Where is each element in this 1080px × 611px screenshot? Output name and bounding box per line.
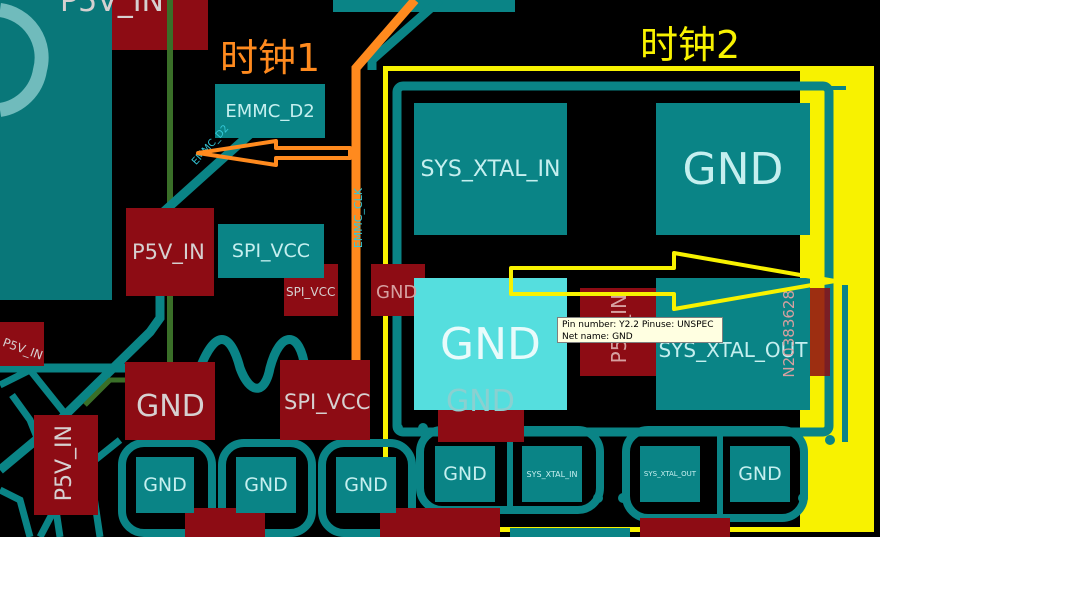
gnd-small-label: GND xyxy=(376,282,418,303)
gnd-pad-bottom-2[interactable]: GND xyxy=(236,457,296,513)
gnd-pad-bottom-3[interactable]: GND xyxy=(336,457,396,513)
gnd-under-label: GND xyxy=(446,384,515,419)
p5v-in-top-label: P5V_IN xyxy=(60,0,164,19)
tooltip-net-line: Net name: GND xyxy=(562,332,633,342)
orange-arrow-icon xyxy=(196,139,352,167)
gnd-label: GND xyxy=(244,474,288,496)
gnd-label: GND xyxy=(440,318,541,370)
emmc-d2-label: EMMC_D2 xyxy=(225,100,315,122)
sys-xtal-out-small-label: SYS_XTAL_OUT xyxy=(643,470,697,478)
gnd-label: GND xyxy=(443,463,487,485)
spi-vcc-small-label: SPI_VCC xyxy=(286,285,336,299)
gnd-pad-bottom-4[interactable]: GND xyxy=(435,446,495,502)
gnd-label: GND xyxy=(344,474,388,496)
gnd-pad-bottom-5[interactable]: GND xyxy=(730,446,790,502)
gnd-left-label: GND xyxy=(136,389,205,424)
sys-xtal-in-label: SYS_XTAL_IN xyxy=(420,156,561,182)
pin-tooltip: Pin number: Y2.2 Pinuse: UNSPEC Net name… xyxy=(557,317,723,343)
sys-xtal-in-small-label: SYS_XTAL_IN xyxy=(526,469,578,479)
yellow-arrow-icon xyxy=(509,251,837,311)
sys-xtal-in-pad[interactable]: SYS_XTAL_IN xyxy=(414,103,567,235)
emmc-d2-pad[interactable]: EMMC_D2 xyxy=(215,84,325,138)
gnd-pad-bottom-1[interactable]: GND xyxy=(136,457,194,513)
gnd-label: GND xyxy=(738,463,782,485)
spi-vcc-lower-label: SPI_VCC xyxy=(284,390,371,414)
spi-vcc-label: SPI_VCC xyxy=(231,240,311,262)
annotation-layer xyxy=(196,139,837,311)
clock1-annotation: 时钟1 xyxy=(220,36,321,80)
spi-vcc-pad[interactable]: SPI_VCC xyxy=(218,224,324,278)
gnd-pad-top-right[interactable]: GND xyxy=(656,103,810,235)
sys-xtal-in-small-pad[interactable]: SYS_XTAL_IN xyxy=(522,446,582,502)
tooltip-pin-line: Pin number: Y2.2 Pinuse: UNSPEC xyxy=(562,320,714,330)
clock2-annotation: 时钟2 xyxy=(640,23,741,67)
sys-xtal-out-small-pad[interactable]: SYS_XTAL_OUT xyxy=(640,446,700,502)
gnd-label: GND xyxy=(143,474,187,496)
pcb-canvas[interactable]: SYS_XTAL_IN GND SYS_XTAL_OUT GND GND P5V… xyxy=(0,0,880,537)
p5v-in-label: P5V_IN xyxy=(132,240,205,264)
gnd-pad-highlighted[interactable]: GND xyxy=(414,278,567,410)
gnd-label: GND xyxy=(682,143,784,195)
